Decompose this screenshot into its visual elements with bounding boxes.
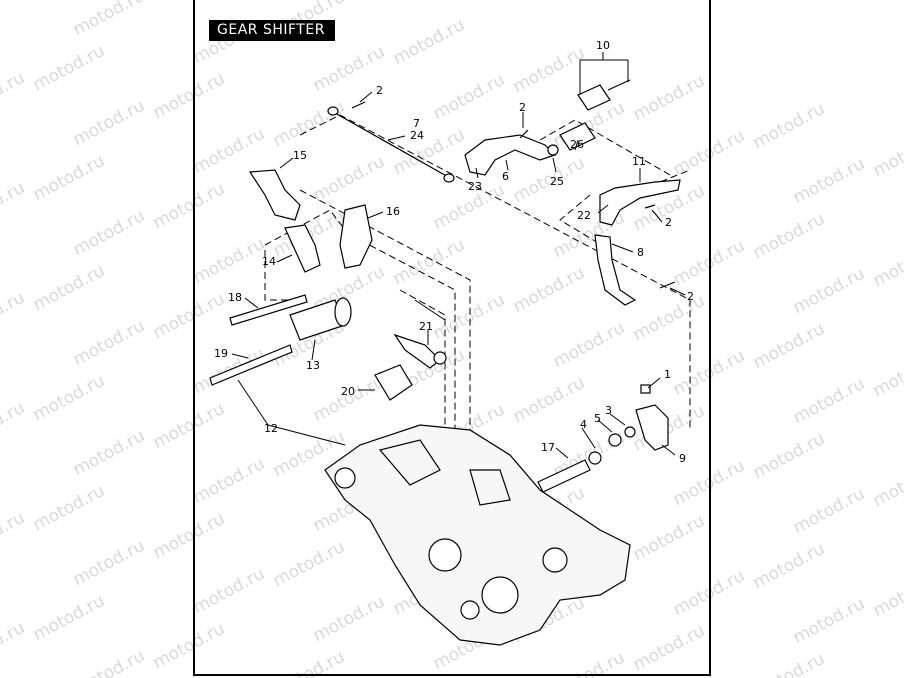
rod-end-upper [327, 106, 339, 116]
label-part-2c: 2 [665, 216, 672, 229]
fork-rod-18 [229, 294, 308, 326]
detent-arm-21 [393, 333, 441, 369]
label-part-2b: 2 [519, 101, 526, 114]
label-part-7: 7 [413, 117, 420, 130]
lever-pivot [547, 144, 559, 156]
shift-rod [334, 112, 451, 179]
label-part-5: 5 [594, 412, 601, 425]
leader-lines [231, 52, 686, 459]
label-part-18: 18 [228, 291, 242, 304]
label-part-25: 25 [550, 175, 564, 188]
shift-lever-11 [599, 179, 681, 226]
label-part-1: 1 [664, 368, 671, 381]
detent-20 [374, 364, 413, 401]
label-part-6: 6 [502, 170, 509, 183]
fork-rod-19 [209, 344, 293, 386]
label-part-13: 13 [306, 359, 320, 372]
label-part-20: 20 [341, 385, 355, 398]
label-part-8: 8 [637, 246, 644, 259]
label-part-14: 14 [262, 255, 276, 268]
label-part-11: 11 [632, 155, 646, 168]
label-part-15: 15 [293, 149, 307, 162]
fork-15 [248, 169, 301, 221]
parts-linework [209, 79, 681, 646]
label-part-23: 23 [468, 180, 482, 193]
part-number-labels: 2 7 24 2 10 15 23 6 25 26 11 16 22 2 8 1… [214, 39, 694, 465]
diagram-frame [193, 0, 711, 676]
foot-peg-upper [577, 84, 611, 111]
label-part-21: 21 [419, 320, 433, 333]
label-part-16: 16 [386, 205, 400, 218]
fork-16 [339, 204, 373, 269]
label-part-26: 26 [570, 138, 584, 151]
label-part-12: 12 [264, 422, 278, 435]
label-part-22: 22 [577, 209, 591, 222]
diagram-title: GEAR SHIFTER [209, 20, 335, 41]
shifter-lever [464, 134, 557, 176]
label-part-9: 9 [679, 452, 686, 465]
fork-14 [284, 224, 321, 273]
shaft-17 [537, 459, 591, 493]
shift-linkage-8 [594, 234, 637, 306]
label-part-10: 10 [596, 39, 610, 52]
crankcase [324, 424, 631, 646]
label-part-2a: 2 [376, 84, 383, 97]
label-part-3: 3 [605, 404, 612, 417]
shifter-bracket-9 [635, 404, 669, 451]
label-part-17: 17 [541, 441, 555, 454]
foot-peg-lower [559, 122, 596, 151]
label-part-19: 19 [214, 347, 228, 360]
label-part-4: 4 [580, 418, 587, 431]
label-part-24: 24 [410, 129, 424, 142]
rod-end-lower [443, 173, 455, 183]
label-part-2d: 2 [687, 290, 694, 303]
